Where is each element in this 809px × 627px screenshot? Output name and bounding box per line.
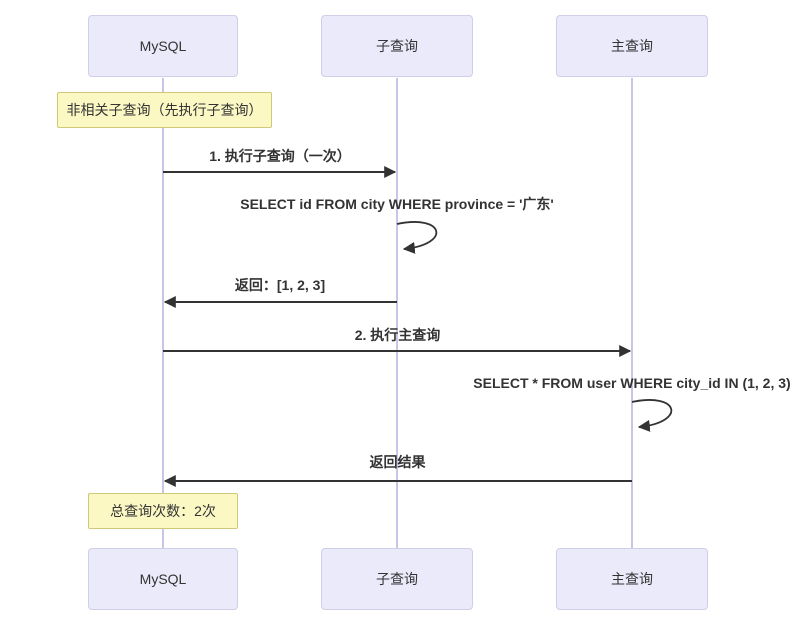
participant-label: 主查询 (611, 38, 653, 54)
self-loop-subquery (396, 221, 438, 254)
message-label-1: 1. 执行子查询（一次） (209, 148, 351, 164)
message-label-2: SELECT id FROM city WHERE province = '广东… (240, 196, 554, 212)
participant-label: 子查询 (376, 38, 418, 54)
note-total-query-count: 总查询次数：2次 (88, 493, 238, 529)
self-loop-mainquery (631, 399, 673, 432)
participant-box-subquery-bottom: 子查询 (321, 548, 473, 610)
message-label-4: 2. 执行主查询 (354, 327, 441, 343)
note-text: 非相关子查询（先执行子查询） (66, 102, 263, 118)
note-text: 总查询次数：2次 (110, 503, 216, 519)
participant-box-mainquery-bottom: 主查询 (556, 548, 708, 610)
message-label-3: 返回：[1, 2, 3] (234, 277, 326, 293)
participant-label: MySQL (139, 38, 187, 54)
participant-label: 主查询 (611, 571, 653, 587)
participant-box-mainquery-top: 主查询 (556, 15, 708, 77)
message-label-6: 返回结果 (369, 454, 426, 470)
participant-label: MySQL (139, 571, 187, 587)
participant-label: 子查询 (376, 571, 418, 587)
message-label-5: SELECT * FROM user WHERE city_id IN (1, … (473, 375, 791, 391)
note-noncorrelated-subquery: 非相关子查询（先执行子查询） (57, 92, 272, 128)
participant-box-mysql-top: MySQL (88, 15, 238, 77)
participant-box-mysql-bottom: MySQL (88, 548, 238, 610)
participant-box-subquery-top: 子查询 (321, 15, 473, 77)
